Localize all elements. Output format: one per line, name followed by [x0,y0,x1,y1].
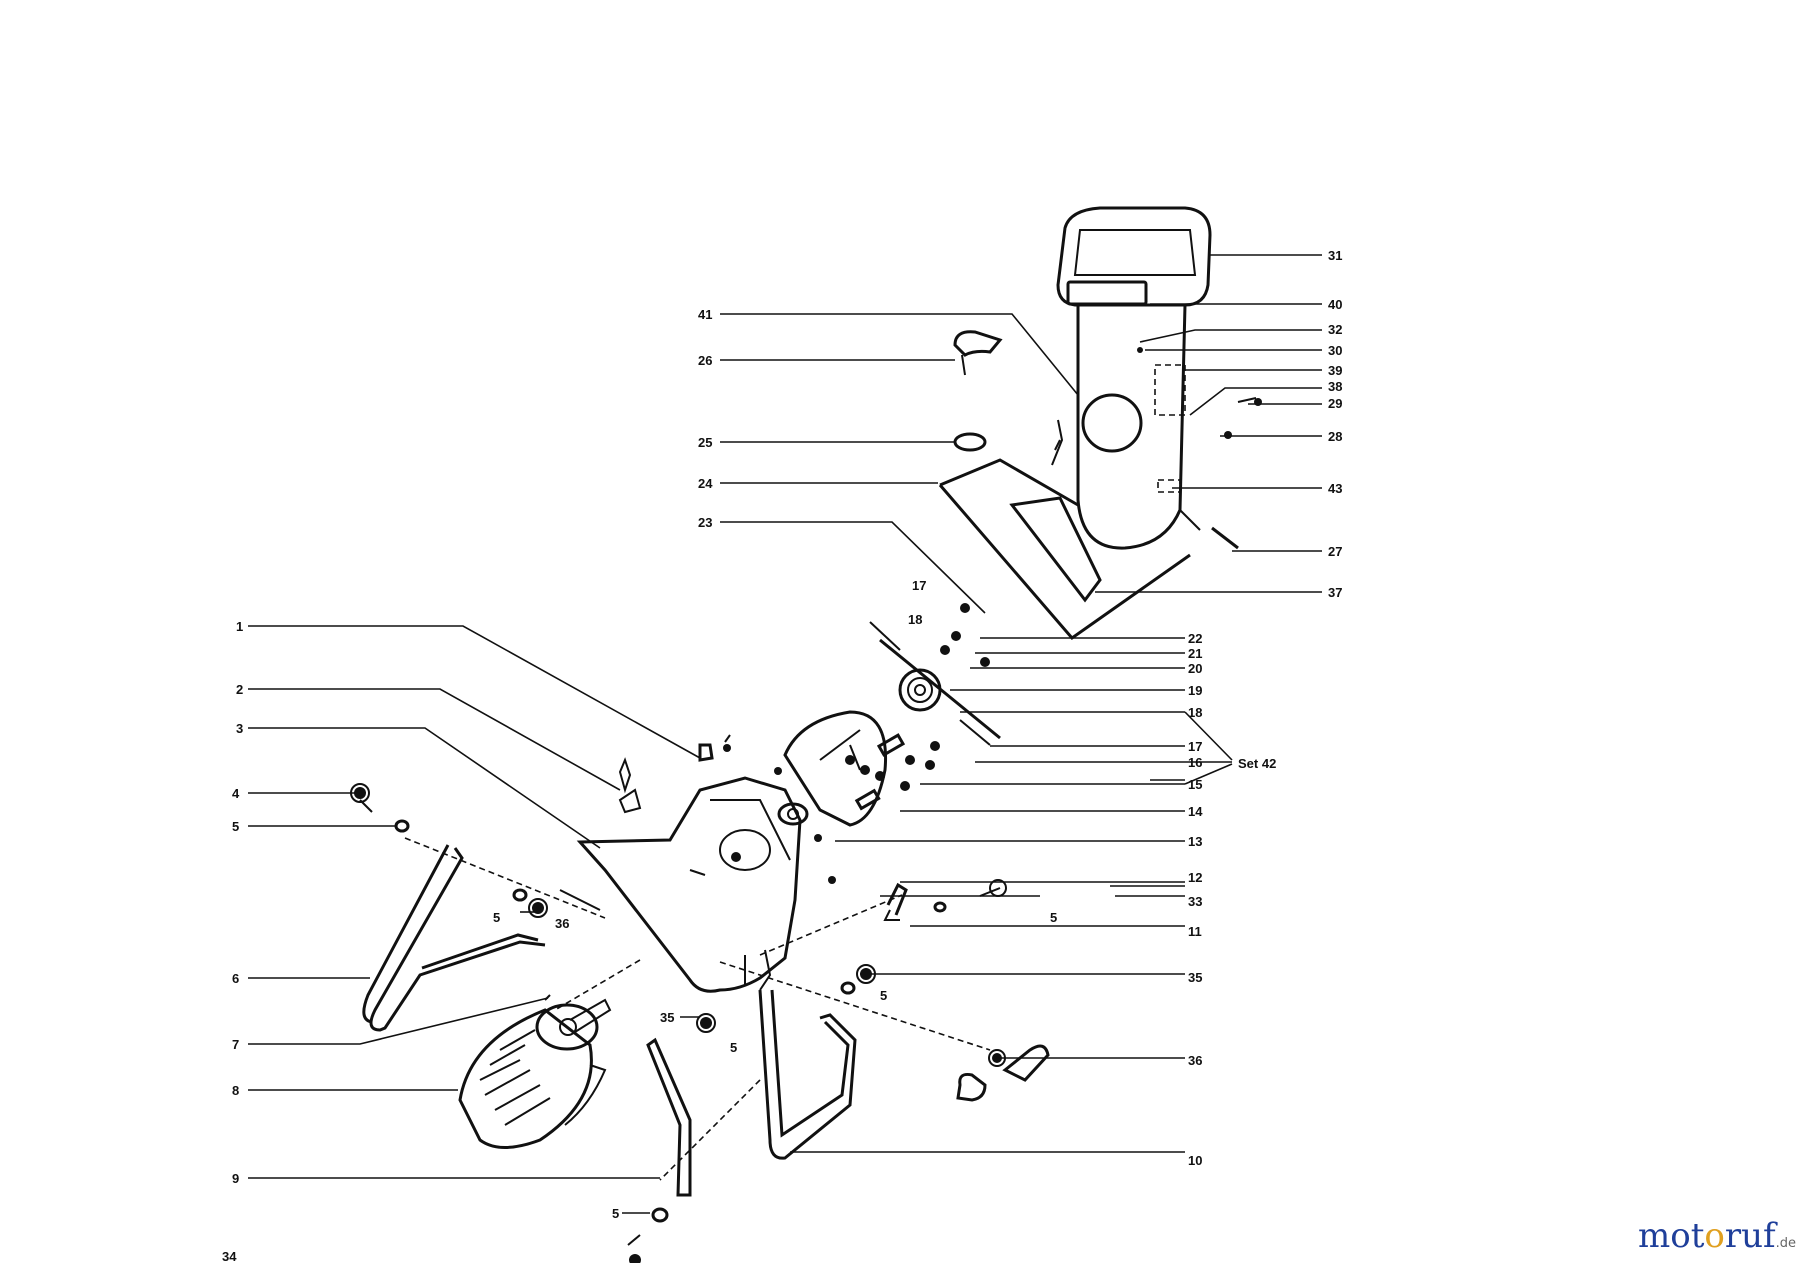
callout-27: 27 [1328,544,1342,559]
callout-39: 39 [1328,363,1342,378]
callout-5-inner: 5 [493,910,500,925]
hopper-funnel [1056,206,1239,550]
callout-30: 30 [1328,343,1342,358]
leader-lines [248,254,1322,1214]
wheel-axle [883,879,1050,1102]
callout-2: 2 [236,682,243,697]
callout-4: 4 [232,786,240,801]
callout-18b: 18 [1188,705,1202,720]
callout-5-mid: 5 [880,988,887,1003]
callout-23: 23 [698,515,712,530]
callout-14: 14 [1188,804,1203,819]
callout-37: 37 [1328,585,1342,600]
callout-25: 25 [698,435,712,450]
logo-tld: .de [1775,1236,1796,1251]
callout-32: 32 [1328,322,1342,337]
callout-35-right: 35 [1188,970,1202,985]
callout-17b: 17 [1188,739,1202,754]
callout-11: 11 [1188,924,1202,939]
callout-10: 10 [1188,1153,1202,1168]
callout-16: 16 [1188,755,1202,770]
main-housing [559,734,836,993]
callout-29: 29 [1328,396,1342,411]
callout-5-bottom: 5 [612,1206,619,1221]
callout-21: 21 [1188,646,1202,661]
logo-part-3: ruf [1724,1216,1776,1256]
callout-7: 7 [232,1037,239,1052]
callout-24: 24 [698,476,713,491]
logo-part-2: o [1704,1216,1725,1256]
callout-28: 28 [1328,429,1342,444]
callout-labels: 31 40 32 30 39 38 29 28 43 27 37 22 21 2… [222,248,1342,1263]
callout-26: 26 [698,353,712,368]
logo-part-1: mot [1638,1216,1705,1256]
callout-5-low: 5 [730,1040,737,1055]
blade-disc-assembly [783,603,1001,827]
callout-5-left: 5 [232,819,239,834]
callout-set42: Set 42 [1238,756,1276,771]
callout-13: 13 [1188,834,1202,849]
callout-31: 31 [1328,248,1342,263]
callout-1: 1 [236,619,243,634]
callout-36-right: 36 [1188,1053,1202,1068]
callout-9: 9 [232,1171,239,1186]
callout-20: 20 [1188,661,1202,676]
callout-40: 40 [1328,297,1342,312]
callout-18a: 18 [908,612,922,627]
callout-34: 34 [222,1249,237,1263]
callout-41: 41 [698,307,712,322]
callout-8: 8 [232,1083,239,1098]
callout-6: 6 [232,971,239,986]
callout-3: 3 [236,721,243,736]
callout-15: 15 [1188,777,1202,792]
callout-19: 19 [1188,683,1202,698]
callout-17a: 17 [912,578,926,593]
right-frame-leg [627,964,876,1263]
left-frame-leg [350,783,548,1032]
callout-36-left: 36 [555,916,569,931]
callout-43: 43 [1328,481,1342,496]
motoruf-logo: motoruf.de [1638,1216,1796,1256]
small-parts-top [953,330,1262,466]
chute-housing [938,439,1191,641]
callout-5-right: 5 [1050,910,1057,925]
callout-22: 22 [1188,631,1202,646]
callout-35-mid: 35 [660,1010,674,1025]
callout-12: 12 [1188,870,1202,885]
callout-33: 33 [1188,894,1202,909]
motor [458,994,612,1149]
callout-38: 38 [1328,379,1342,394]
